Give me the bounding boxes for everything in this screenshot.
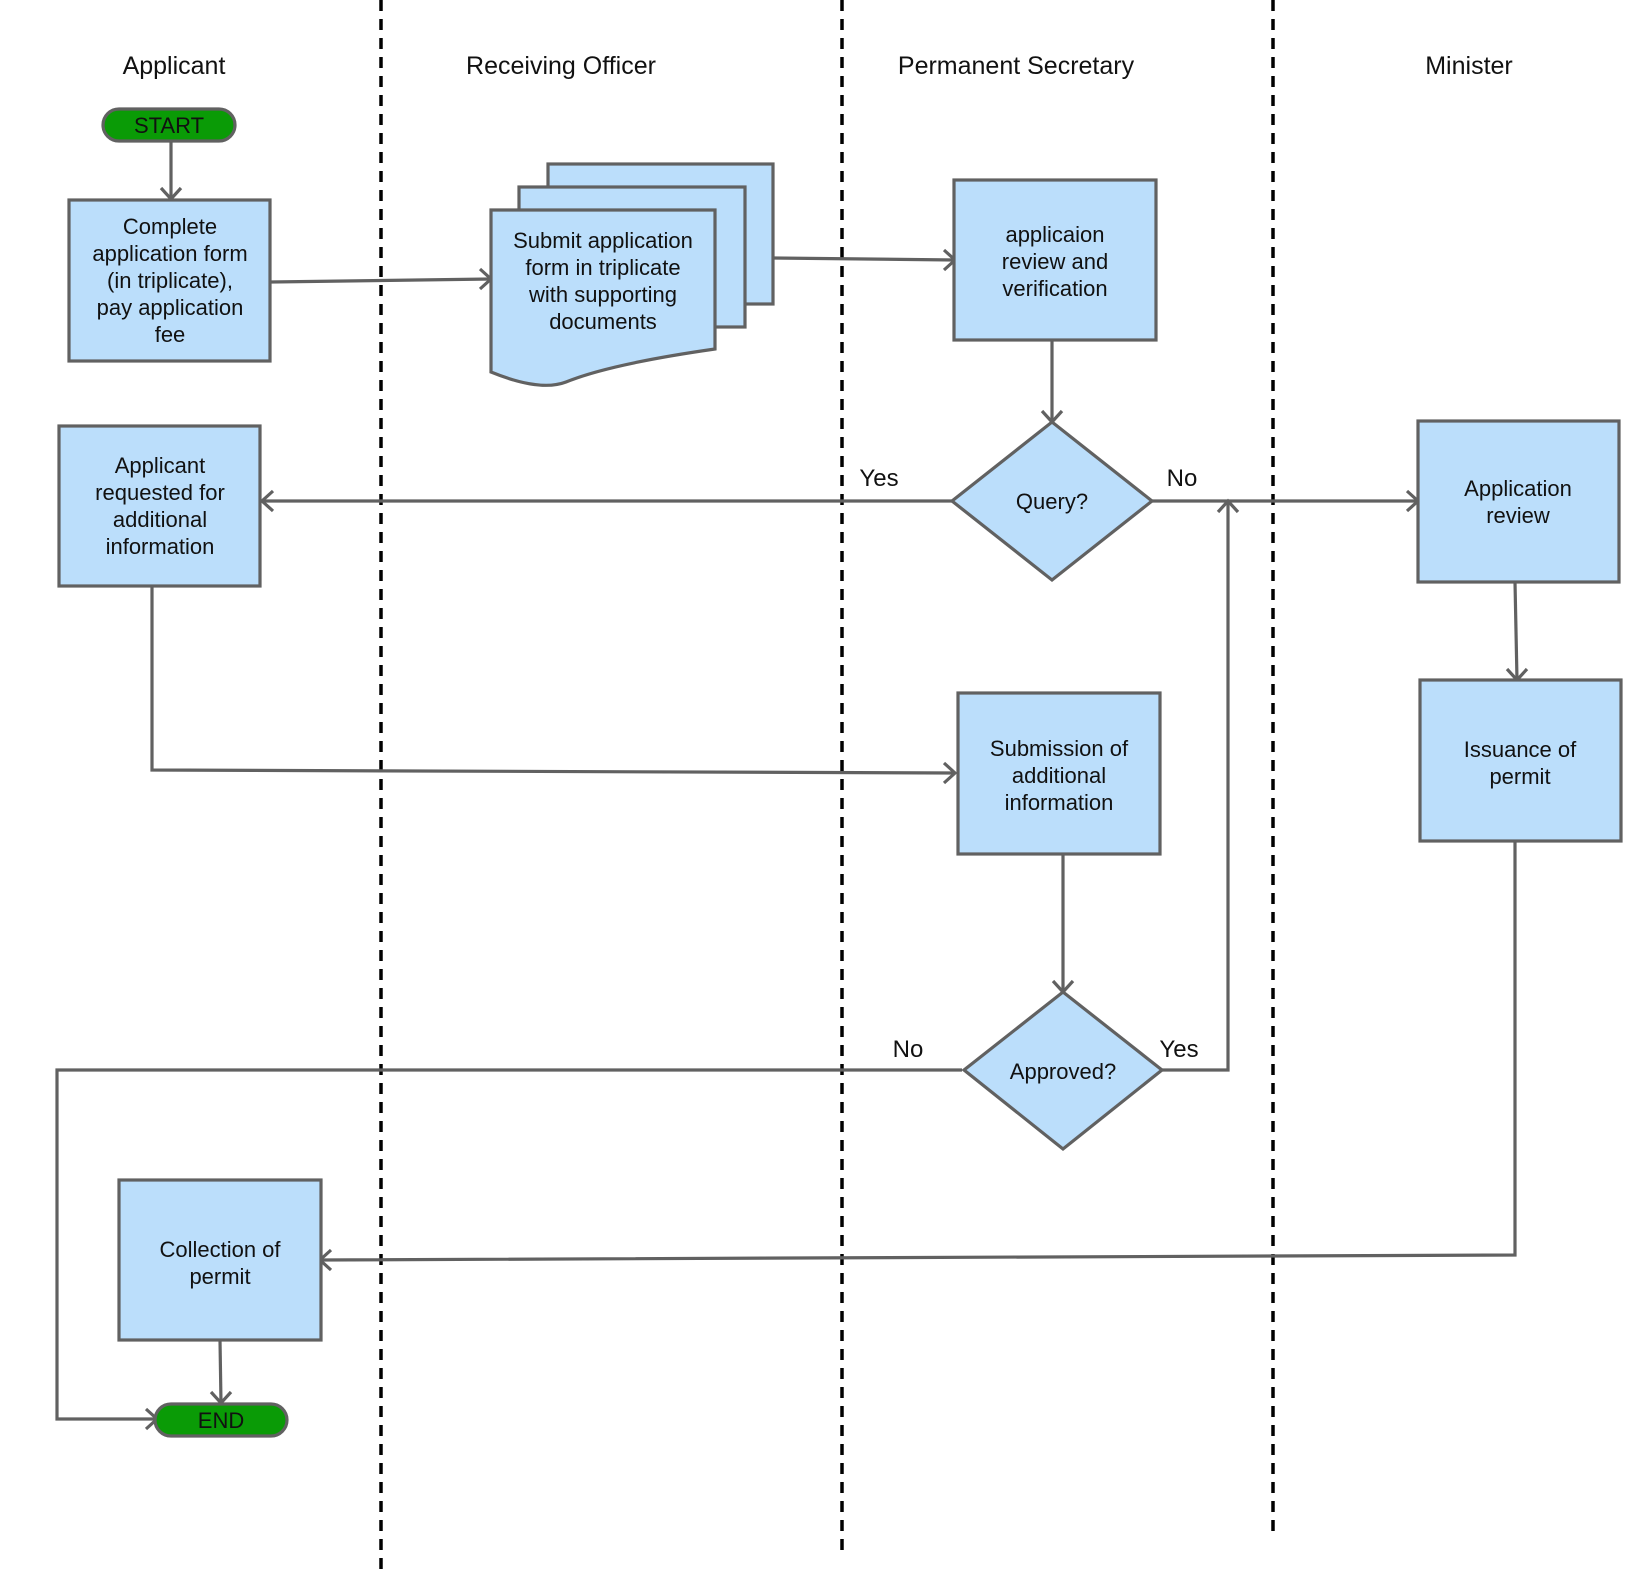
complete-form-line-3: (in triplicate), — [107, 268, 233, 293]
submit-application-line-1: Submit application — [513, 228, 693, 253]
lane-title-receiving-officer: Receiving Officer — [466, 52, 656, 80]
submission-additional-line-1: Submission of — [990, 736, 1129, 761]
collection-permit-box — [117, 1178, 323, 1342]
edge-label-approved-no: No — [893, 1036, 924, 1063]
application-review-node: Application review — [1416, 419, 1621, 584]
submission-additional-line-2: additional — [1012, 763, 1106, 788]
edge-complete-form-to-submit — [270, 277, 492, 284]
edge-label-query-no: No — [1167, 465, 1198, 492]
application-review-box — [1416, 419, 1621, 584]
applicant-requested-line-2: requested for — [95, 480, 225, 505]
review-verification-line-2: review and — [1002, 249, 1108, 274]
collection-permit-line-1: Collection of — [159, 1237, 281, 1262]
approved-label: Approved? — [1010, 1059, 1116, 1084]
applicant-requested-node: Applicant requested for additional infor… — [57, 424, 262, 588]
issuance-permit-node: Issuance of permit — [1418, 678, 1623, 843]
issuance-permit-line-2: permit — [1489, 764, 1550, 789]
arrowhead-icon — [1216, 498, 1240, 514]
application-review-line-2: review — [1486, 503, 1550, 528]
submit-application-line-3: with supporting — [528, 282, 677, 307]
approved-diamond — [961, 989, 1165, 1152]
collection-permit-node: Collection of permit — [117, 1178, 323, 1342]
complete-application-form-node: Complete application form (in triplicate… — [67, 198, 272, 363]
edge-label-query-yes: Yes — [859, 465, 898, 492]
approved-decision-node: Approved? — [961, 989, 1165, 1152]
start-terminal: START — [101, 107, 237, 143]
edge-approved-yes-to-application-review — [1162, 501, 1230, 1072]
submit-application-line-2: form in triplicate — [525, 255, 680, 280]
submit-application-node: Submit application form in triplicate wi… — [489, 162, 775, 387]
lane-title-permanent-secretary: Permanent Secretary — [898, 52, 1135, 80]
review-verification-line-3: verification — [1002, 276, 1107, 301]
edge-label-approved-yes: Yes — [1159, 1036, 1198, 1063]
document-stack-front — [489, 208, 717, 387]
start-shape — [101, 107, 237, 143]
arrowhead-icon — [942, 761, 958, 785]
edge-issuance-to-collection — [319, 840, 1517, 1262]
review-verification-node: applicaion review and verification — [952, 178, 1158, 342]
edge-applicant-requested-to-submission — [150, 587, 956, 775]
issuance-permit-line-1: Issuance of — [1464, 737, 1577, 762]
complete-form-line-1: Complete — [123, 214, 217, 239]
applicant-requested-line-1: Applicant — [115, 453, 206, 478]
edge-submit-to-review — [772, 256, 956, 262]
review-verification-box — [952, 178, 1158, 342]
start-label: START — [134, 113, 204, 138]
applicant-requested-line-3: additional — [113, 507, 207, 532]
submit-application-line-4: documents — [549, 309, 657, 334]
applicant-requested-line-4: information — [106, 534, 215, 559]
end-terminal: END — [153, 1402, 289, 1438]
edge-approved-no-to-end — [55, 1068, 962, 1421]
complete-application-form-box — [67, 198, 272, 363]
complete-form-line-2: application form — [92, 241, 247, 266]
query-decision-node: Query? — [949, 419, 1155, 583]
end-shape — [153, 1402, 289, 1438]
submission-additional-node: Submission of additional information — [956, 691, 1162, 856]
lane-title-applicant: Applicant — [123, 52, 226, 80]
application-review-line-1: Application — [1464, 476, 1572, 501]
query-label: Query? — [1016, 489, 1088, 514]
submission-additional-line-3: information — [1005, 790, 1114, 815]
edges — [55, 141, 1529, 1431]
edge-application-review-to-issuance — [1513, 581, 1519, 681]
edge-collection-to-end — [218, 1339, 223, 1404]
applicant-requested-box — [57, 424, 262, 588]
complete-form-line-5: fee — [155, 322, 186, 347]
end-label: END — [198, 1408, 244, 1433]
complete-form-line-4: pay application — [97, 295, 244, 320]
arrowhead-icon — [259, 489, 275, 513]
review-verification-line-1: applicaion — [1005, 222, 1104, 247]
lane-title-minister: Minister — [1425, 52, 1513, 80]
submission-additional-box — [956, 691, 1162, 856]
collection-permit-line-2: permit — [189, 1264, 250, 1289]
issuance-permit-box — [1418, 678, 1623, 843]
query-diamond — [949, 419, 1155, 583]
